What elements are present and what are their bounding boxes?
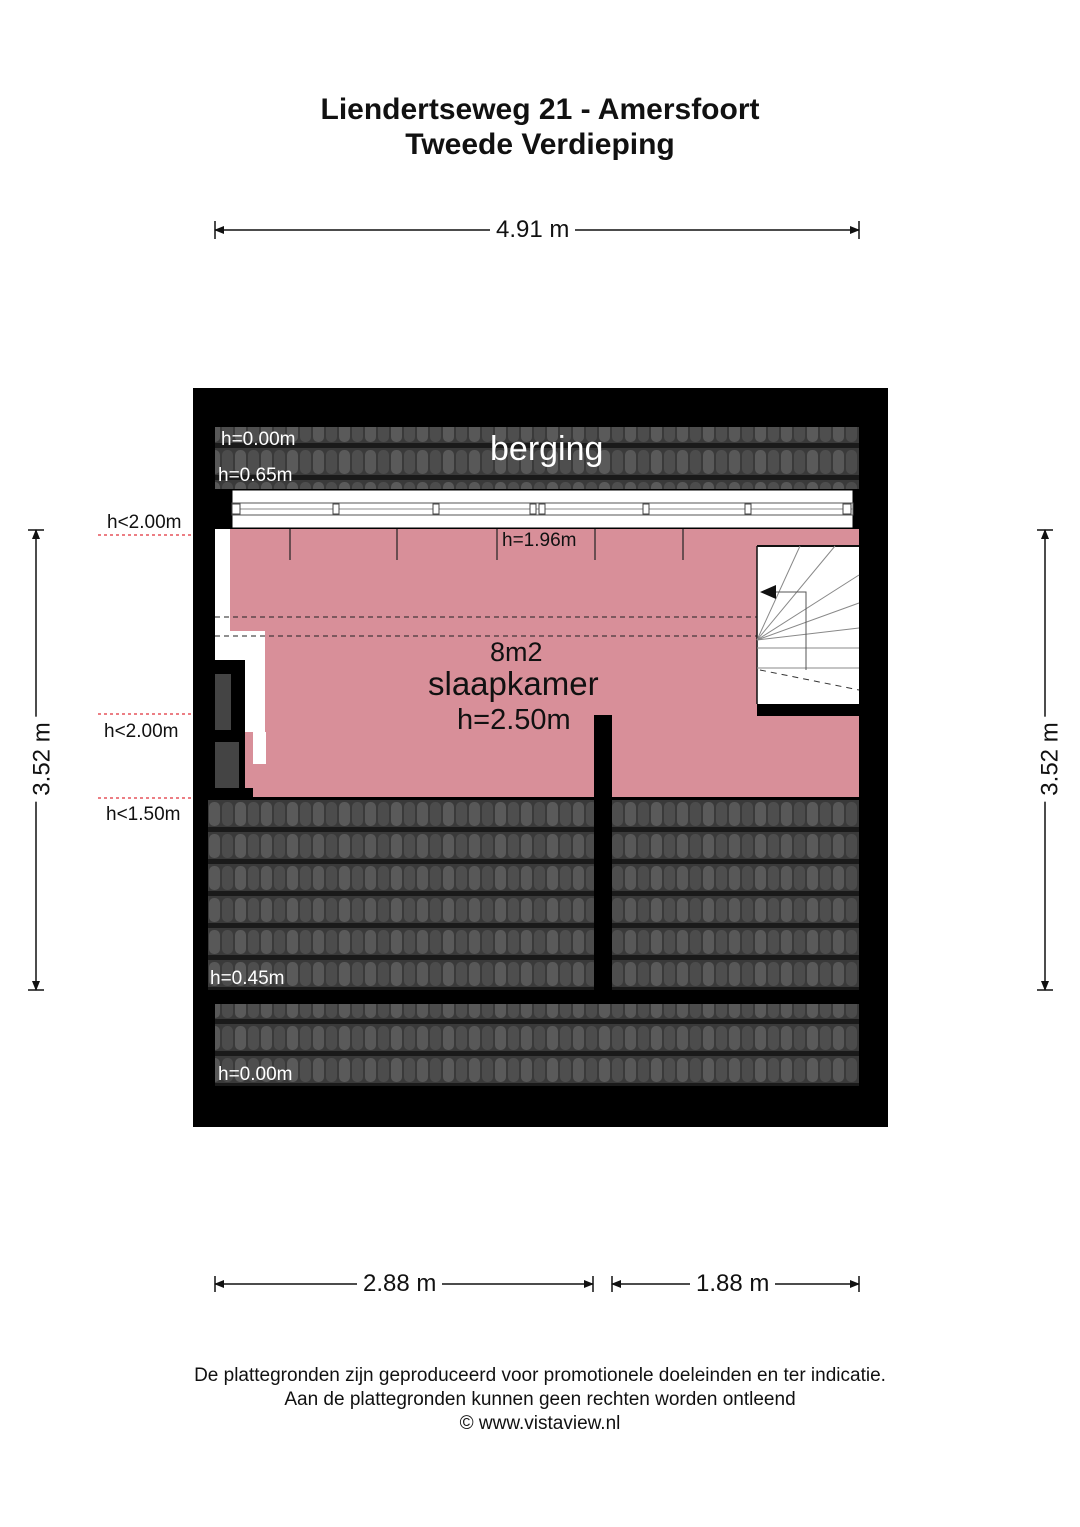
room-label-berging: berging — [490, 430, 604, 468]
chimney-left-bottom — [215, 742, 239, 790]
dim-top-width: 4.91 m — [490, 217, 576, 243]
dim-right-height: 3.52 m — [1037, 716, 1064, 802]
room-height-slaapkamer: h=2.50m — [457, 704, 571, 736]
height-marker: h<2.00m — [107, 512, 182, 533]
floor-title: Tweede Verdieping — [405, 128, 675, 161]
height-marker: h<2.00m — [104, 721, 179, 742]
height-marker: h<1.50m — [106, 804, 181, 825]
room-label-slaapkamer: slaapkamer — [428, 665, 599, 702]
dim-bottom-right: 1.88 m — [690, 1271, 776, 1297]
height-marker: h=1.96m — [502, 530, 577, 551]
height-marker: h=0.00m — [218, 1064, 293, 1085]
roof-berging — [215, 427, 859, 489]
room-slaapkamer — [230, 529, 859, 797]
center-wall — [594, 715, 612, 997]
chimney-left-top — [215, 674, 231, 730]
footer-disclaimer: De plattegronden zijn geproduceerd voor … — [194, 1365, 886, 1386]
stair — [757, 546, 859, 704]
roof-lower — [208, 800, 859, 990]
roof-bottom — [215, 1004, 859, 1086]
plan-title: Liendertseweg 21 - Amersfoort — [320, 93, 760, 126]
dim-bottom-left: 2.88 m — [357, 1271, 443, 1297]
footer-rights: Aan de plattegronden kunnen geen rechten… — [284, 1389, 796, 1410]
height-marker: h=0.65m — [218, 465, 293, 486]
height-marker: h=0.00m — [221, 429, 296, 450]
left-ledge — [215, 529, 230, 661]
height-marker: h=0.45m — [210, 968, 285, 989]
dim-left-height: 3.52 m — [29, 716, 56, 802]
room-area-slaapkamer: 8m2 — [490, 637, 543, 667]
footer-copyright: © www.vistaview.nl — [459, 1413, 621, 1434]
